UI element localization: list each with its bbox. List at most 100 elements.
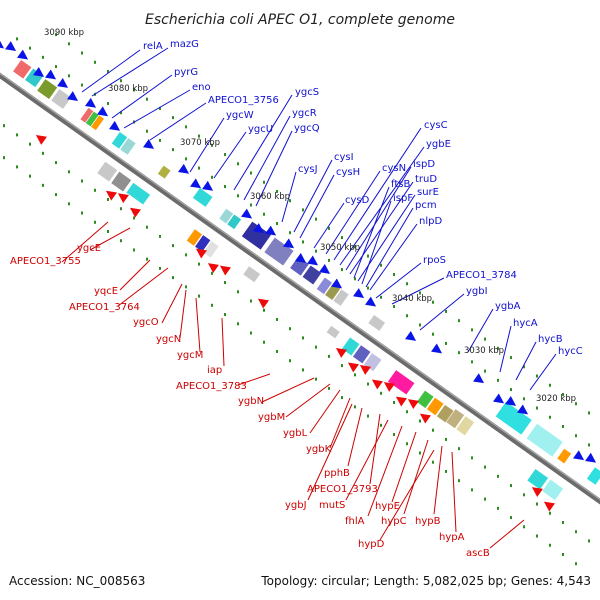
ruler-tick xyxy=(393,305,395,309)
ruler-tick xyxy=(523,525,525,529)
ruler-tick xyxy=(185,125,187,129)
feature-block xyxy=(264,237,294,266)
ruler-tick xyxy=(159,106,161,110)
gene-label-reverse: ygbL xyxy=(283,428,308,439)
label-connector-line xyxy=(299,174,335,239)
gene-label-reverse: APECO1_3793 xyxy=(307,484,378,495)
gene-label-forward: APECO1_3756 xyxy=(208,95,279,106)
feature-block xyxy=(326,325,340,339)
ruler-tick xyxy=(510,356,512,360)
label-connector-line xyxy=(325,170,381,255)
forward-gene-arrow xyxy=(202,180,214,191)
gene-label-forward: ispF xyxy=(393,193,413,204)
gene-label-forward: truD xyxy=(415,174,437,185)
ruler-tick xyxy=(185,253,187,257)
ruler-tick xyxy=(94,220,96,224)
ruler-tick xyxy=(536,374,538,378)
ruler-tick xyxy=(484,369,486,373)
ruler-tick xyxy=(16,37,18,41)
ruler-tick xyxy=(328,354,330,358)
feature-block xyxy=(97,161,118,182)
ruler-tick xyxy=(107,102,109,106)
ruler-tick xyxy=(523,493,525,497)
forward-gene-arrow xyxy=(307,255,319,266)
ruler-tick xyxy=(575,402,577,406)
gene-label-forward: ispD xyxy=(413,159,435,170)
reverse-gene-arrow xyxy=(395,396,407,407)
ruler-tick xyxy=(68,170,70,174)
feature-block xyxy=(352,345,371,364)
label-connector-line xyxy=(285,383,331,418)
ruler-tick xyxy=(120,239,122,243)
feature-block xyxy=(586,467,600,485)
feature-block xyxy=(241,221,272,250)
ruler-tick xyxy=(55,33,57,37)
gene-label-forward: ygcQ xyxy=(294,123,320,134)
ruler-tick xyxy=(549,511,551,515)
ruler-tick xyxy=(497,346,499,350)
ruler-tick xyxy=(42,55,44,59)
feature-block xyxy=(302,265,322,285)
gene-label-reverse: mutS xyxy=(319,500,345,511)
ruler-tick xyxy=(146,97,148,101)
gene-label-reverse: hypC xyxy=(381,516,407,527)
gene-label-forward: pyrG xyxy=(174,67,198,78)
topology-label: Topology: circular; Length: 5,082,025 bp… xyxy=(260,574,591,588)
ruler-tick xyxy=(211,175,213,179)
ruler-tick xyxy=(224,153,226,157)
label-connector-line xyxy=(333,127,422,261)
gene-label-reverse: APECO1_3764 xyxy=(69,302,140,313)
ruler-tick xyxy=(237,322,239,326)
ruler-ticks xyxy=(3,33,590,566)
label-connector-line xyxy=(61,221,109,263)
gene-label-reverse: ascB xyxy=(466,548,490,559)
gene-label-reverse: pphB xyxy=(324,468,350,479)
label-connector-line xyxy=(221,317,225,367)
forward-gene-arrow xyxy=(67,91,79,101)
ruler-tick xyxy=(445,469,447,473)
gene-label-forward: ygcS xyxy=(295,87,319,98)
ruler-tick xyxy=(367,254,369,258)
gene-label-forward: rpoS xyxy=(423,255,446,266)
ruler-tick xyxy=(588,539,590,543)
ruler-tick xyxy=(471,328,473,332)
forward-gene-arrow xyxy=(505,396,517,406)
gene-label-reverse: hypE xyxy=(375,501,400,512)
label-connector-line xyxy=(391,277,445,305)
ruler-tick xyxy=(211,303,213,307)
forward-gene-arrow xyxy=(33,66,45,77)
ruler-tick xyxy=(302,368,304,372)
ruler-label: 3060 kbp xyxy=(250,192,290,202)
forward-gene-arrow xyxy=(405,331,417,341)
ruler-tick xyxy=(263,180,265,184)
gene-label-forward: cysC xyxy=(424,120,448,131)
ruler-label: 3040 kbp xyxy=(392,294,432,304)
ruler-tick xyxy=(133,88,135,92)
ruler-tick xyxy=(3,156,5,160)
ruler-tick xyxy=(315,249,317,253)
ruler-tick xyxy=(497,506,499,510)
ruler-tick xyxy=(185,157,187,161)
reverse-gene-arrow xyxy=(35,135,47,145)
feature-block xyxy=(37,79,58,99)
ruler-tick xyxy=(250,203,252,207)
forward-gene-arrow xyxy=(331,278,343,289)
ruler-tick xyxy=(159,266,161,270)
label-connector-line xyxy=(391,431,417,503)
gene-label-forward: hycB xyxy=(538,334,563,345)
ruler-tick xyxy=(562,424,564,428)
label-connector-line xyxy=(293,159,333,233)
ruler-tick xyxy=(16,165,18,169)
forward-gene-arrow xyxy=(241,208,253,219)
ruler-tick xyxy=(81,51,83,55)
ruler-tick xyxy=(341,268,343,272)
ruler-tick xyxy=(94,188,96,192)
feature-block xyxy=(333,289,349,306)
ruler-tick xyxy=(302,208,304,212)
forward-gene-arrow xyxy=(109,120,121,131)
reverse-gene-arrow xyxy=(407,399,419,409)
forward-gene-arrow xyxy=(85,97,97,108)
label-connector-line xyxy=(529,353,557,391)
label-connectors xyxy=(61,47,557,549)
